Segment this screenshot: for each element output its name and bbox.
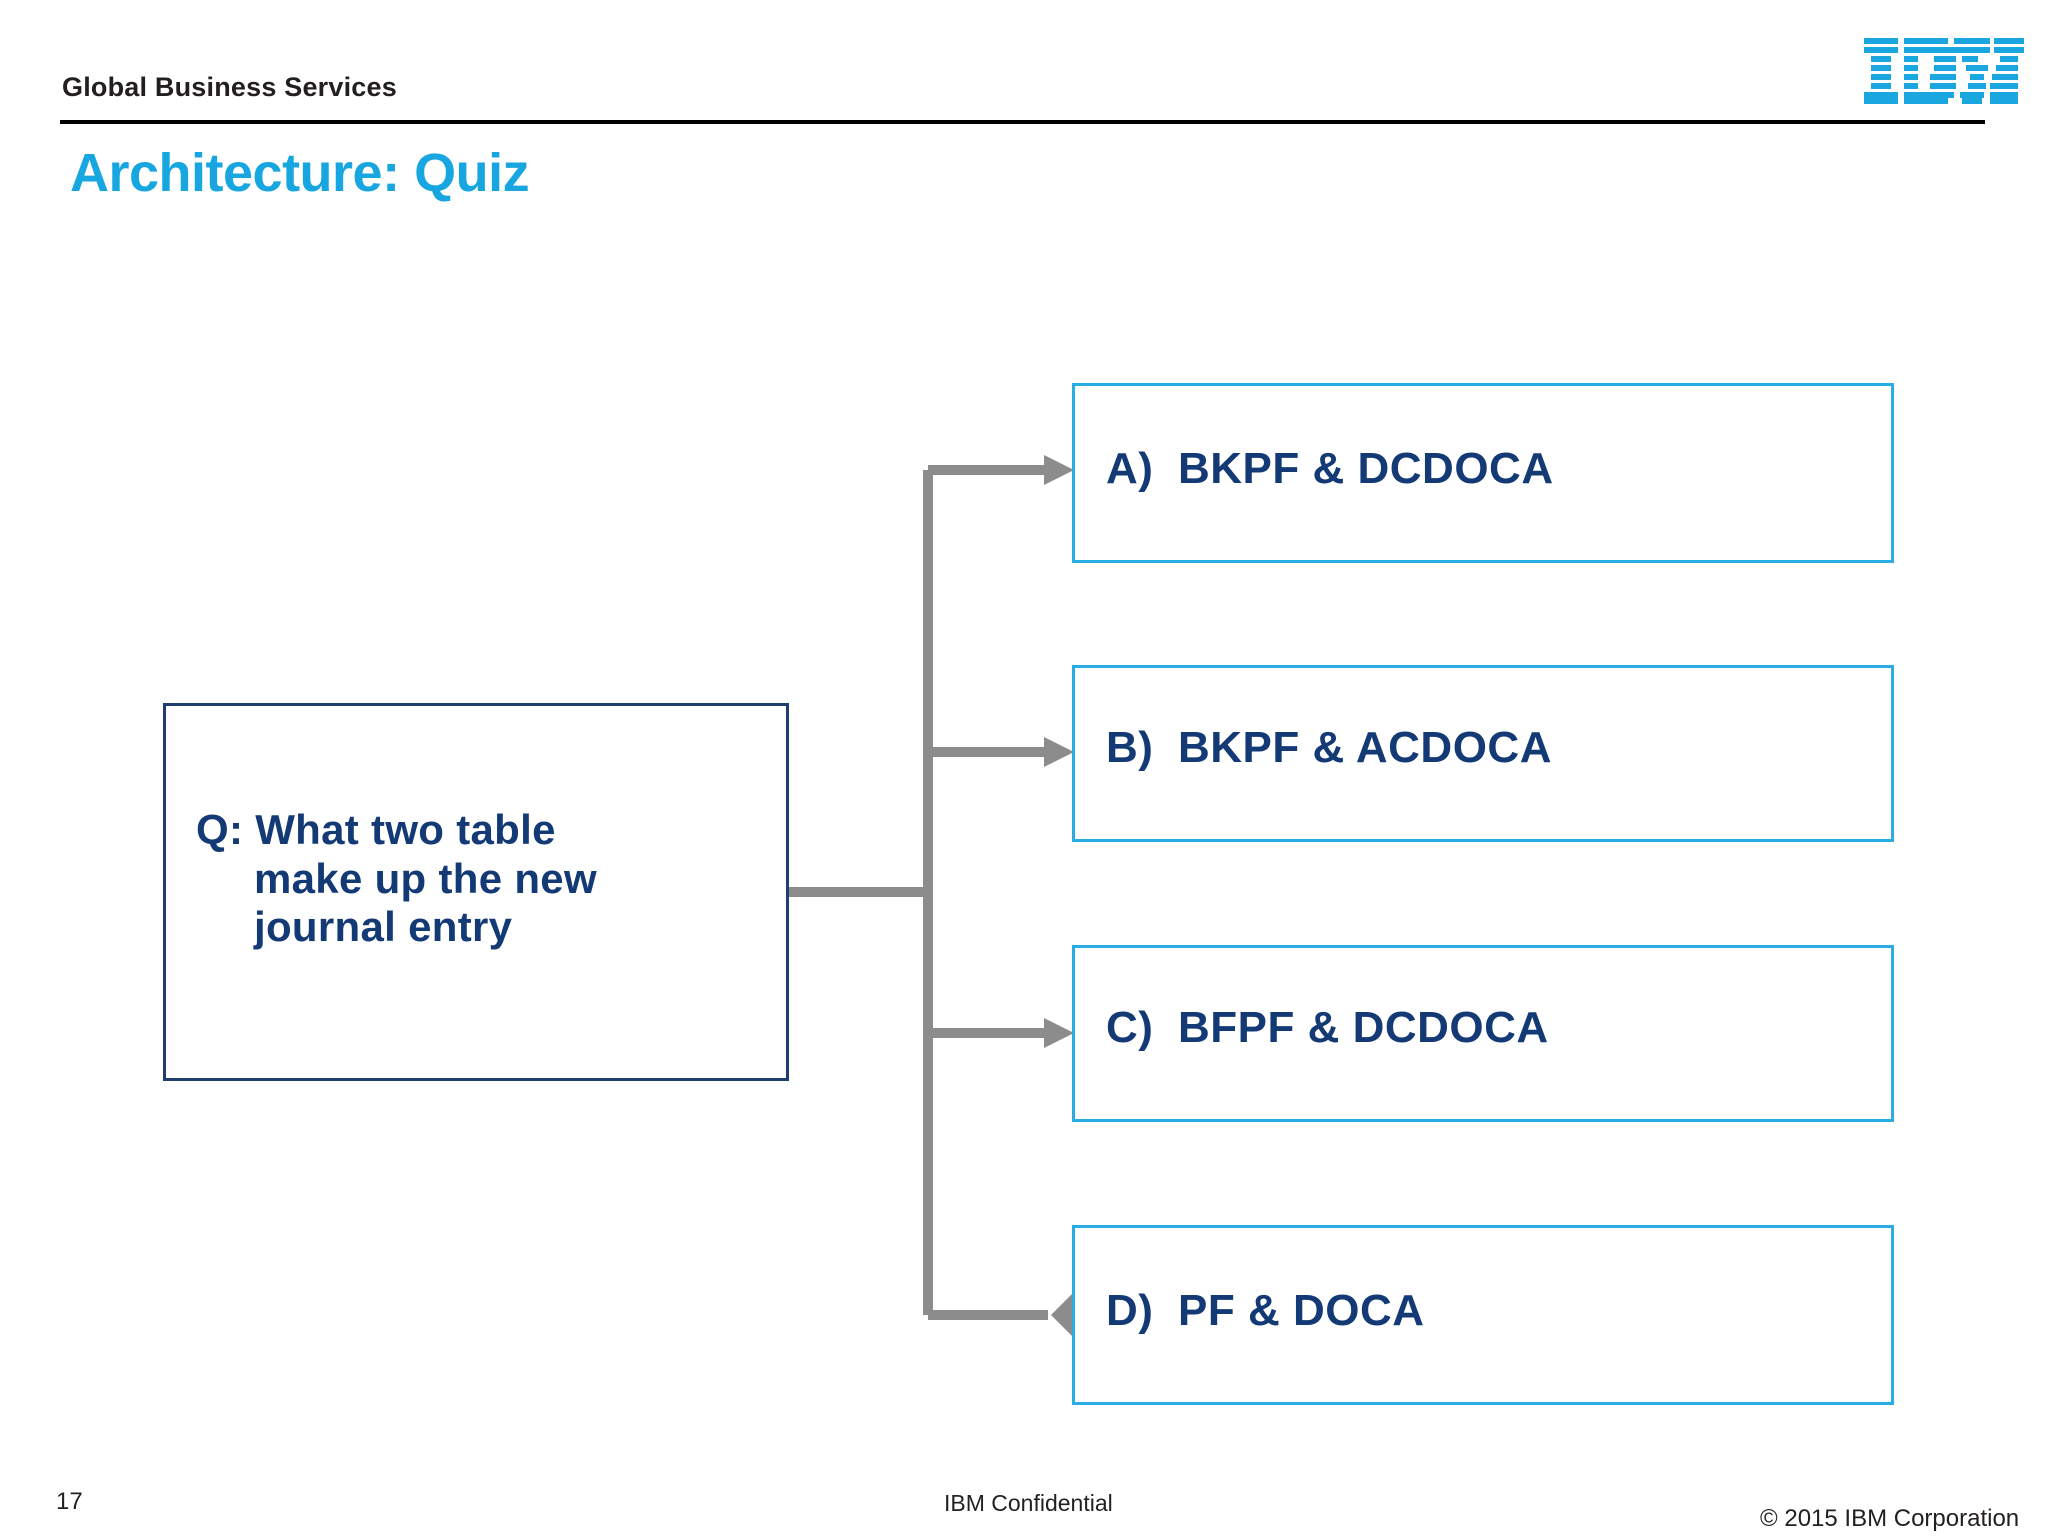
confidentiality-notice: IBM Confidential bbox=[944, 1490, 1113, 1516]
question-line-1: Q: What two table bbox=[196, 806, 556, 853]
header-divider bbox=[60, 120, 1985, 124]
copyright-notice: © 2015 IBM Corporation bbox=[1760, 1505, 2020, 1532]
answer-option-c[interactable]: C) BFPF & DCDOCA bbox=[1072, 945, 1894, 1122]
business-unit-label: Global Business Services bbox=[62, 72, 397, 102]
answer-a-value: BKPF & DCDOCA bbox=[1178, 444, 1554, 493]
answer-b-value: BKPF & ACDOCA bbox=[1178, 723, 1552, 772]
arrowhead-a bbox=[1044, 455, 1074, 485]
answer-d-value: PF & DOCA bbox=[1178, 1286, 1425, 1335]
answer-c-value: BFPF & DCDOCA bbox=[1178, 1003, 1549, 1052]
page-title: Architecture: Quiz bbox=[70, 143, 530, 203]
question-text: Q: What two table make up the new journa… bbox=[196, 806, 756, 952]
answer-d-label: D) bbox=[1106, 1286, 1154, 1335]
answer-c-label: C) bbox=[1106, 1003, 1154, 1052]
answer-c-text: C) BFPF & DCDOCA bbox=[1106, 1003, 1866, 1053]
arrowhead-b bbox=[1044, 737, 1074, 767]
answer-option-b[interactable]: B) BKPF & ACDOCA bbox=[1072, 665, 1894, 842]
answer-a-text: A) BKPF & DCDOCA bbox=[1106, 444, 1866, 494]
ibm-logo bbox=[1864, 38, 2024, 104]
arrowhead-c bbox=[1044, 1018, 1074, 1048]
answer-b-text: B) BKPF & ACDOCA bbox=[1106, 723, 1866, 773]
answer-a-label: A) bbox=[1106, 444, 1154, 493]
answer-option-d[interactable]: D) PF & DOCA bbox=[1072, 1225, 1894, 1405]
question-line-2: make up the new bbox=[254, 854, 597, 902]
answer-d-text: D) PF & DOCA bbox=[1106, 1286, 1866, 1336]
question-line-3: journal entry bbox=[254, 903, 513, 951]
question-box: Q: What two table make up the new journa… bbox=[163, 703, 789, 1081]
answer-option-a[interactable]: A) BKPF & DCDOCA bbox=[1072, 383, 1894, 563]
page-number: 17 bbox=[56, 1488, 83, 1515]
answer-b-label: B) bbox=[1106, 723, 1154, 772]
